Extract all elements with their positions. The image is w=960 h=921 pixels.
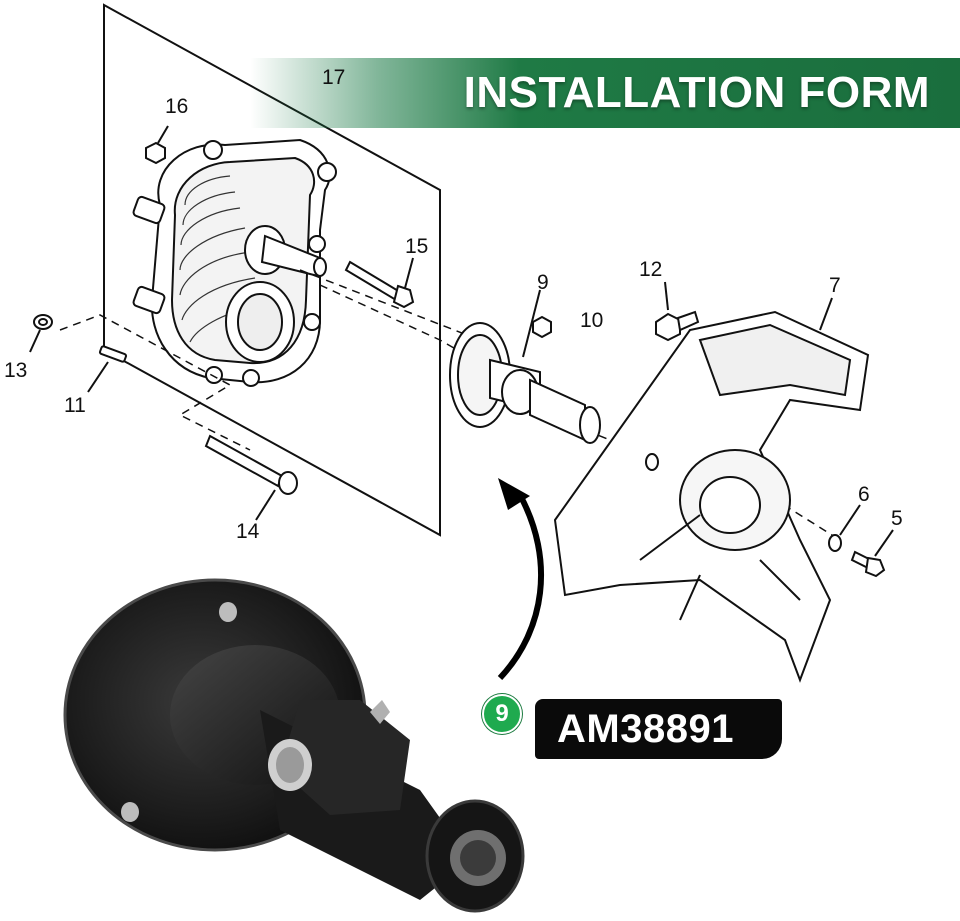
coupler-photo (63, 578, 525, 913)
callout-16: 16 (165, 95, 189, 118)
grease-fitting-12 (655, 281, 700, 342)
callout-6: 6 (858, 483, 870, 506)
callout-5: 5 (891, 507, 903, 530)
callout-15: 15 (405, 235, 429, 258)
callout-9: 9 (537, 271, 549, 294)
nut-10 (532, 315, 552, 339)
callout-12: 12 (639, 258, 663, 281)
callout-11: 11 (64, 394, 86, 417)
part-index-badge: 9 (482, 694, 522, 734)
coupler-9-drawing (449, 289, 601, 444)
part-number-label: AM38891 (535, 699, 782, 759)
nut-16 (145, 125, 169, 165)
bolt-15 (344, 257, 415, 309)
key-11 (87, 345, 128, 393)
washer-6 (828, 504, 861, 552)
callout-17: 17 (322, 66, 346, 89)
callout-14: 14 (236, 520, 260, 543)
callout-7: 7 (829, 274, 841, 297)
washer-13 (29, 314, 53, 353)
banner-title: INSTALLATION FORM (463, 68, 930, 117)
callout-10: 10 (580, 309, 604, 332)
gearbox-17 (132, 138, 337, 387)
part-number-text: AM38891 (557, 707, 734, 751)
pointer-arrow (497, 478, 545, 681)
bolt-5 (850, 529, 894, 578)
mounting-bracket-7 (553, 297, 870, 683)
bolt-14 (204, 434, 298, 521)
callout-13: 13 (4, 359, 28, 382)
installation-banner: INSTALLATION FORM (250, 58, 960, 128)
